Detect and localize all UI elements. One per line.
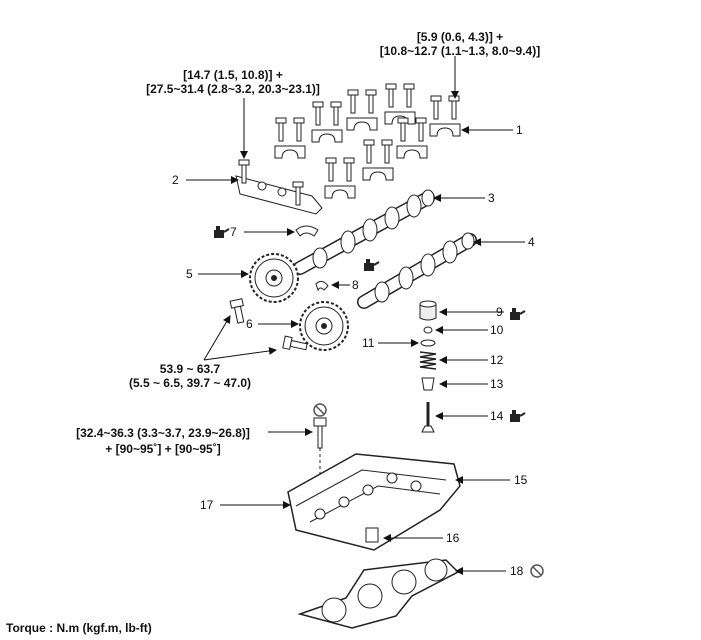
- callout-14: 14: [490, 409, 504, 423]
- callout-10: 10: [490, 323, 504, 337]
- callout-13: 13: [490, 377, 504, 391]
- callout-4: 4: [528, 235, 535, 249]
- callout-15: 15: [514, 473, 528, 487]
- torque-cap-bolts-line1: [5.9 (0.6, 4.3)] +: [416, 30, 504, 44]
- head-gasket: [297, 558, 460, 629]
- torque-units-note: Torque : N.m (kgf.m, lb-ft): [6, 621, 152, 635]
- valve-train: [419, 300, 437, 433]
- cylinder-head: [287, 453, 461, 551]
- torque-head-bolt-line2: + [90~95˚] + [90~95˚]: [105, 442, 221, 456]
- dowel-ring: [315, 280, 329, 292]
- callout-11: 11: [362, 336, 375, 350]
- thrust-bearing: [295, 225, 319, 237]
- callout-2: 2: [172, 173, 179, 187]
- sprocket-bolt-upper: [229, 298, 245, 324]
- oil-can-icon: [510, 410, 526, 422]
- torque-head-bolt-line1: [32.4~36.3 (3.3~3.7, 23.9~26.8)]: [76, 426, 250, 440]
- intake-camshaft: [293, 189, 435, 275]
- exhaust-cvvt-sprocket: [299, 301, 349, 351]
- callout-12: 12: [490, 353, 504, 367]
- do-not-reuse-icon: [313, 403, 327, 417]
- callout-3: 3: [488, 191, 495, 205]
- callout-18: 18: [510, 564, 524, 578]
- callout-7: 7: [230, 225, 237, 239]
- torque-sprocket-line2: (5.5 ~ 6.5, 39.7 ~ 47.0): [128, 376, 252, 390]
- torque-cap-bolts-line2: [10.8~12.7 (1.1~1.3, 8.0~9.4)]: [379, 44, 541, 58]
- head-bolt: [313, 417, 327, 474]
- exhaust-camshaft: [357, 232, 477, 309]
- oil-can-icon: [510, 308, 526, 320]
- oil-can-icon: [214, 226, 230, 238]
- callout-1: 1: [516, 123, 523, 137]
- torque-sprocket-line1: 53.9 ~ 63.7: [159, 362, 221, 376]
- callout-6: 6: [246, 317, 253, 331]
- torque-front-cap-line2: [27.5~31.4 (2.8~3.2, 20.3~23.1)]: [146, 82, 320, 96]
- front-bearing-cap: [235, 159, 323, 215]
- leader-lines: [186, 56, 525, 575]
- callout-9: 9: [496, 305, 503, 319]
- callout-17: 17: [200, 498, 214, 512]
- sprocket-bolt-lower: [282, 335, 308, 351]
- callout-8: 8: [352, 278, 359, 292]
- bearing-caps: [274, 83, 461, 199]
- torque-front-cap-line1: [14.7 (1.5, 10.8)] +: [183, 68, 283, 82]
- intake-cvvt-sprocket: [249, 253, 299, 303]
- callout-5: 5: [186, 267, 193, 281]
- callout-16: 16: [446, 531, 460, 545]
- do-not-reuse-icon: [530, 564, 544, 578]
- oil-can-icon: [364, 259, 380, 271]
